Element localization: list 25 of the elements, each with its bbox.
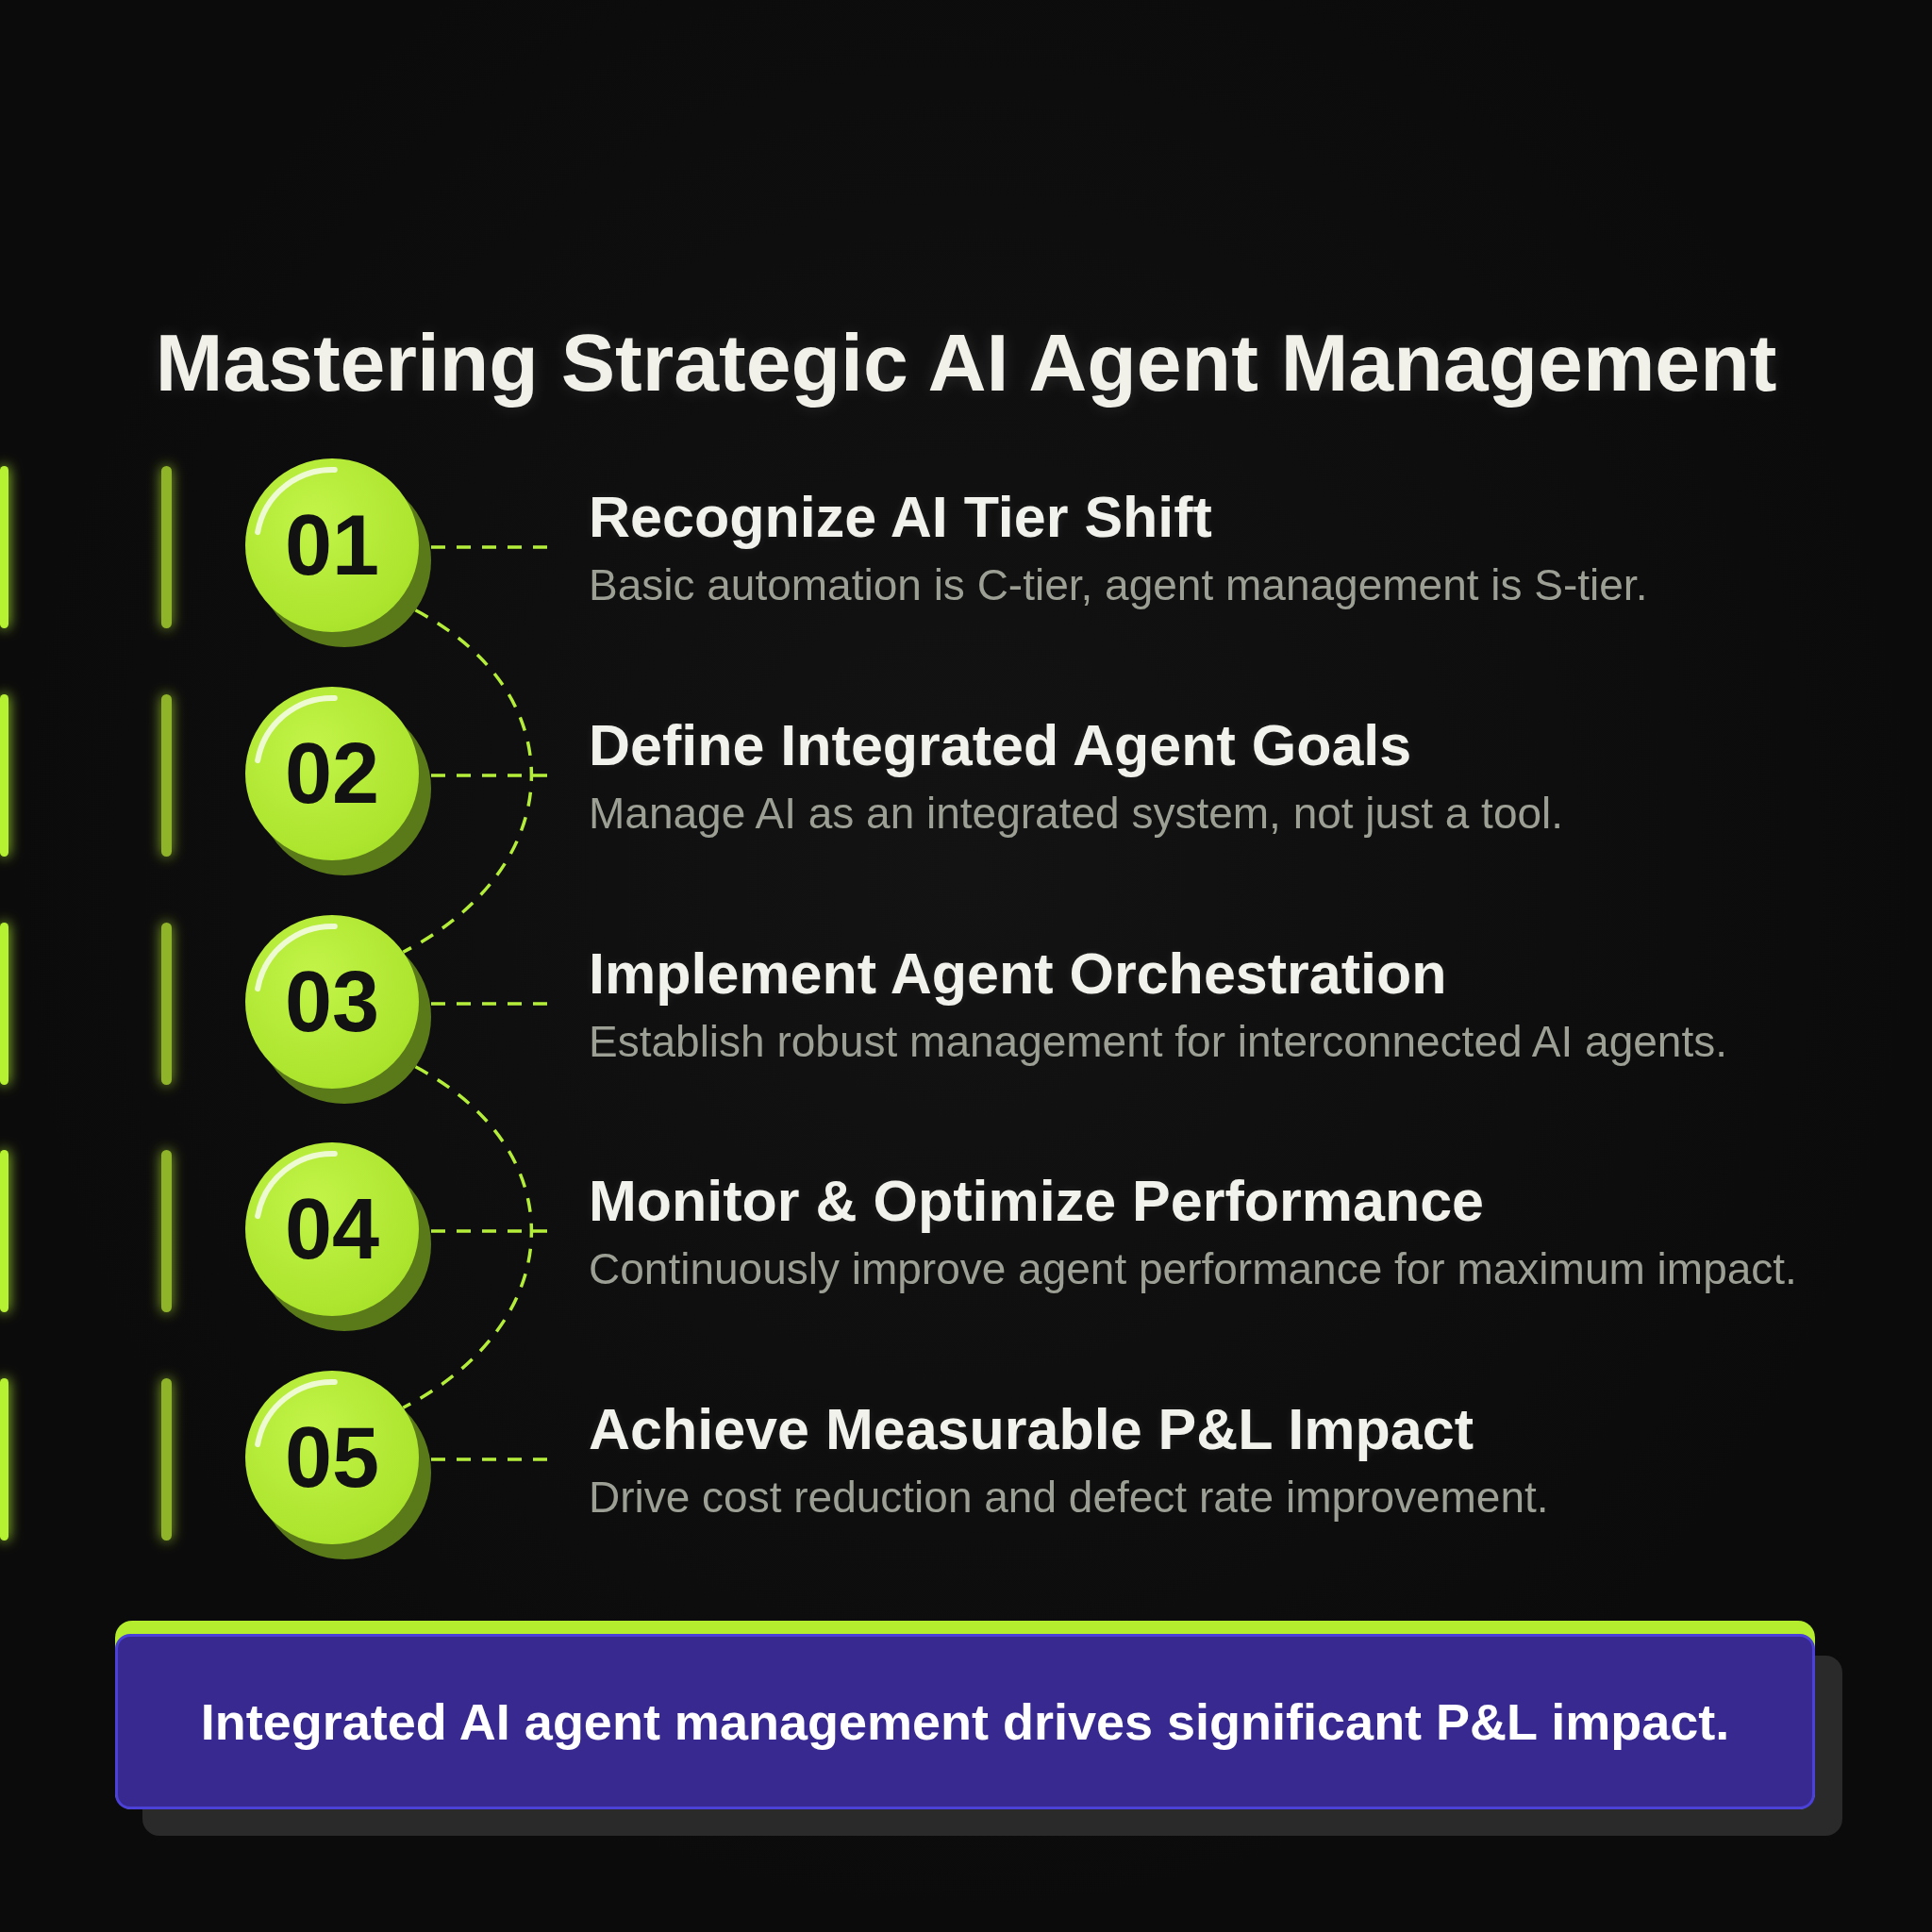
step-heading: Monitor & Optimize Performance: [589, 1169, 1484, 1234]
summary-text: Integrated AI agent management drives significant P&L impact.: [200, 1692, 1730, 1752]
title: Mastering Strategic AI Agent Management: [155, 316, 1777, 409]
step-number: 04: [284, 1187, 380, 1272]
step-number: 03: [284, 959, 380, 1044]
step-heading: Define Integrated Agent Goals: [589, 713, 1412, 778]
dashed-connector: [402, 608, 533, 954]
step-number: 02: [284, 731, 380, 816]
step-heading: Implement Agent Orchestration: [589, 941, 1447, 1007]
step-number: 05: [284, 1415, 380, 1500]
step-description: Establish robust management for interconnected AI agents.: [589, 1016, 1727, 1068]
number-circle: [245, 1371, 431, 1559]
step-number: 01: [284, 503, 380, 588]
number-circle: [245, 687, 431, 875]
dashed-connector: [402, 1065, 533, 1409]
number-circle: [245, 915, 431, 1104]
number-circle: [245, 1142, 431, 1331]
step-heading: Recognize AI Tier Shift: [589, 485, 1212, 550]
number-circle: [245, 458, 431, 647]
step-description: Basic automation is C-tier, agent management is S-tier.: [589, 559, 1648, 611]
step-description: Drive cost reduction and defect rate improvement.: [589, 1472, 1549, 1524]
step-description: Continuously improve agent performance for maximum impact.: [589, 1243, 1797, 1295]
summary-banner: [115, 1621, 1815, 1809]
step-heading: Achieve Measurable P&L Impact: [589, 1397, 1474, 1462]
step-description: Manage AI as an integrated system, not just a tool.: [589, 788, 1564, 840]
